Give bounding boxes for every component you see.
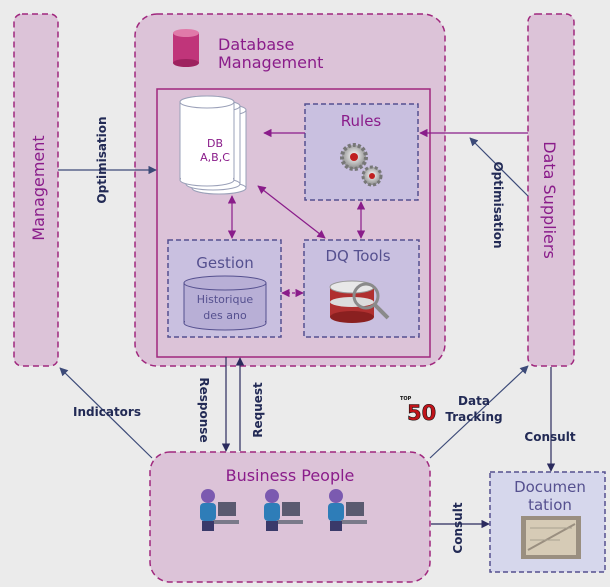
business-people-label: Business People bbox=[226, 466, 355, 485]
gestion-label: Gestion bbox=[196, 254, 253, 272]
business-people-box[interactable]: Business People bbox=[149, 451, 431, 583]
indicators-label: Indicators bbox=[73, 405, 141, 419]
documentation-label-2: tation bbox=[528, 496, 572, 514]
rules-node[interactable]: Rules bbox=[304, 103, 419, 201]
historique-node[interactable]: Historique des ano bbox=[183, 275, 267, 331]
consult-bottom-label: Consult bbox=[451, 502, 465, 553]
data-suppliers-box[interactable]: Data Suppliers bbox=[527, 13, 575, 367]
data-tracking-label-1: Data bbox=[458, 394, 490, 408]
arrow-indicators bbox=[59, 367, 153, 459]
arrow-optimisation-right bbox=[469, 137, 529, 197]
rules-label: Rules bbox=[341, 112, 382, 130]
db-abc-node[interactable]: DB A,B,C bbox=[179, 95, 247, 195]
management-label: Management bbox=[29, 135, 48, 240]
dq-tools-label: DQ Tools bbox=[325, 247, 390, 265]
historique-label-2: des ano bbox=[203, 309, 247, 322]
document-thumbnail-icon bbox=[521, 516, 581, 559]
top-50-superscript: TOP bbox=[400, 396, 412, 402]
documentation-box[interactable]: Documen tation bbox=[489, 471, 606, 573]
person-at-computer-icon-2 bbox=[264, 489, 303, 531]
historique-label-1: Historique bbox=[197, 293, 254, 306]
optimisation-left-label: Optimisation bbox=[95, 116, 109, 203]
person-at-computer-icon-3 bbox=[328, 489, 367, 531]
management-box[interactable]: Management bbox=[13, 13, 59, 367]
person-at-computer-icon-1 bbox=[200, 489, 239, 531]
response-label: Response bbox=[197, 377, 211, 442]
consult-right-label: Consult bbox=[524, 430, 575, 444]
database-management-title-2: Management bbox=[218, 53, 323, 72]
top-50-number: 50 bbox=[407, 401, 436, 425]
documentation-label-1: Documen bbox=[514, 478, 586, 496]
dq-tools-node[interactable]: DQ Tools bbox=[303, 239, 420, 338]
db-label-2: A,B,C bbox=[200, 151, 230, 164]
arrow-data-tracking bbox=[429, 365, 529, 459]
db-label-1: DB bbox=[207, 137, 223, 150]
gears-icon bbox=[340, 143, 383, 187]
database-management-title-1: Database bbox=[218, 35, 294, 54]
optimisation-right-label: Optimisation bbox=[491, 161, 505, 248]
data-magnifier-icon bbox=[329, 280, 390, 323]
arrow-db-to-dqtools bbox=[257, 185, 326, 239]
data-suppliers-label: Data Suppliers bbox=[540, 141, 559, 259]
data-tracking-label-2: Tracking bbox=[445, 410, 502, 424]
top-50-logo: TOP 50 bbox=[400, 396, 437, 425]
database-cylinder-icon bbox=[173, 29, 199, 67]
request-label: Request bbox=[251, 382, 265, 438]
